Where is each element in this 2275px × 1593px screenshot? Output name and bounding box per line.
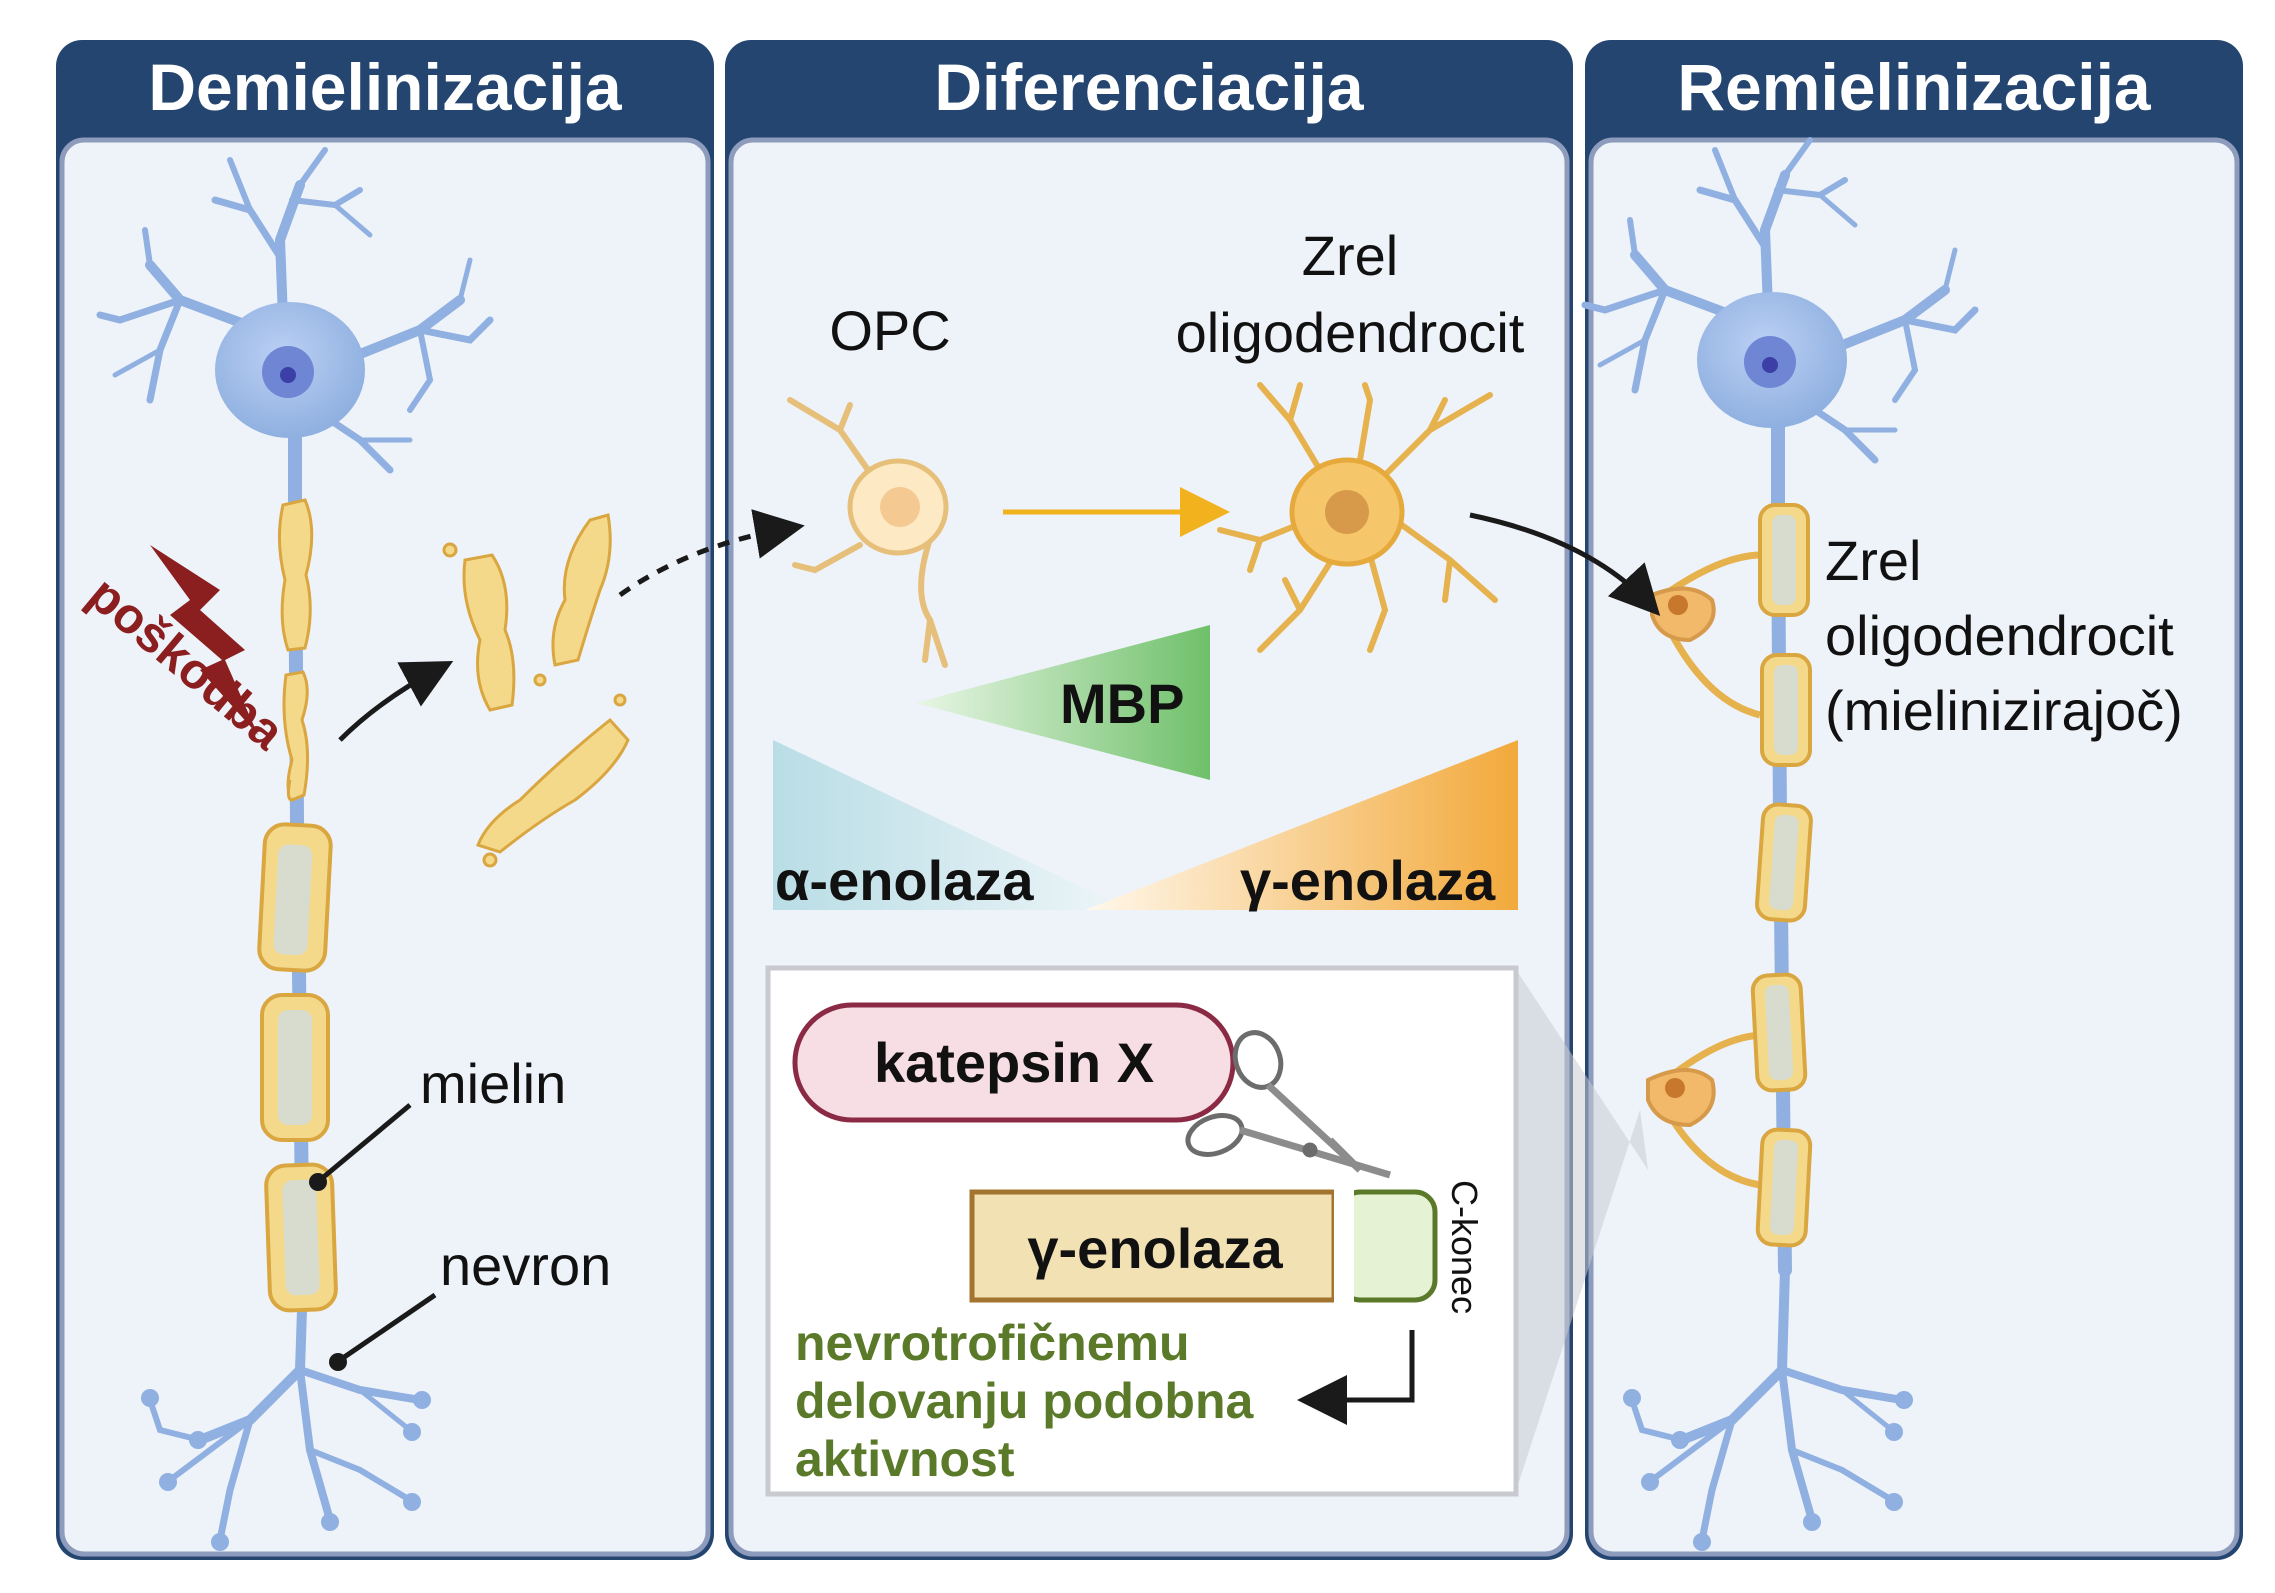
gamma-enolase-label: γ-enolaza xyxy=(1240,849,1496,912)
c-terminus-label: C-konec xyxy=(1444,1180,1485,1314)
gamma-enolase-protein-label: γ-enolaza xyxy=(1027,1217,1283,1280)
zoom-connector xyxy=(1515,968,1648,1494)
opc-label: OPC xyxy=(829,299,950,362)
right-oligo-label-line2: oligodendrocit xyxy=(1825,604,2174,667)
cathepsin-x-label: katepsin X xyxy=(874,1031,1154,1094)
myelin-label: mielin xyxy=(420,1052,566,1115)
opc-cell xyxy=(787,397,949,668)
gamma-enolase-gradient xyxy=(1085,740,1518,910)
mature-oligodendrocyte-cell xyxy=(1217,382,1498,653)
panel-title-remyelination: Remielinizacija xyxy=(1677,50,2152,124)
arrow-to-remyelination xyxy=(1469,512,1661,617)
myelin-segments-left xyxy=(257,822,338,1313)
myelinating-oligodendrocyte-2 xyxy=(1646,1031,1766,1189)
mbp-gradient xyxy=(915,625,1210,780)
panel-remyelination xyxy=(1585,40,2243,1560)
neuron-right-terminal-buttons xyxy=(1623,1389,1913,1551)
mbp-label: MBP xyxy=(1060,672,1184,735)
alpha-enolase-gradient xyxy=(773,740,1130,910)
mature-oligo-label-line1: Zrel xyxy=(1302,224,1398,287)
cathepsin-x-box xyxy=(792,1002,1236,1123)
damaged-myelin-on-axon xyxy=(277,498,314,802)
scissors-icon xyxy=(1185,1030,1392,1179)
neuron-left xyxy=(96,147,494,1544)
panel-demyelination xyxy=(56,40,714,1560)
mature-oligo-label-line2: oligodendrocit xyxy=(1176,301,1525,364)
gamma-enolase-protein xyxy=(969,1185,1438,1307)
lightning-bolt-icon xyxy=(150,545,258,735)
myelinating-oligodendrocyte-1 xyxy=(1650,551,1763,719)
right-oligo-label-line3: (mielinizirajoč) xyxy=(1825,679,2183,742)
activity-arrow xyxy=(1297,1330,1415,1425)
alpha-enolase-label: α-enolaza xyxy=(775,849,1034,912)
neuron-left-soma xyxy=(215,302,365,438)
arrow-to-debris xyxy=(338,660,454,742)
myelin-debris xyxy=(442,513,630,868)
activity-label-line3: aktivnost xyxy=(795,1431,1015,1487)
neuron-left-terminal-buttons xyxy=(141,1389,431,1551)
myelin-segments-right xyxy=(1750,503,1813,1248)
activity-label-line1: nevrotrofičnemu xyxy=(795,1315,1190,1371)
myelin-callout xyxy=(309,1103,412,1191)
neuron-callout xyxy=(329,1292,437,1371)
neuron-label: nevron xyxy=(440,1234,611,1297)
neuron-right-soma xyxy=(1697,292,1847,428)
arrow-to-opc xyxy=(618,509,805,598)
right-oligo-label-line1: Zrel xyxy=(1825,529,1921,592)
activity-label-line2: delovanju podobna xyxy=(795,1373,1255,1429)
panel-title-demyelination: Demielinizacija xyxy=(148,50,623,124)
panel-title-differentiation: Diferenciacija xyxy=(934,50,1365,124)
